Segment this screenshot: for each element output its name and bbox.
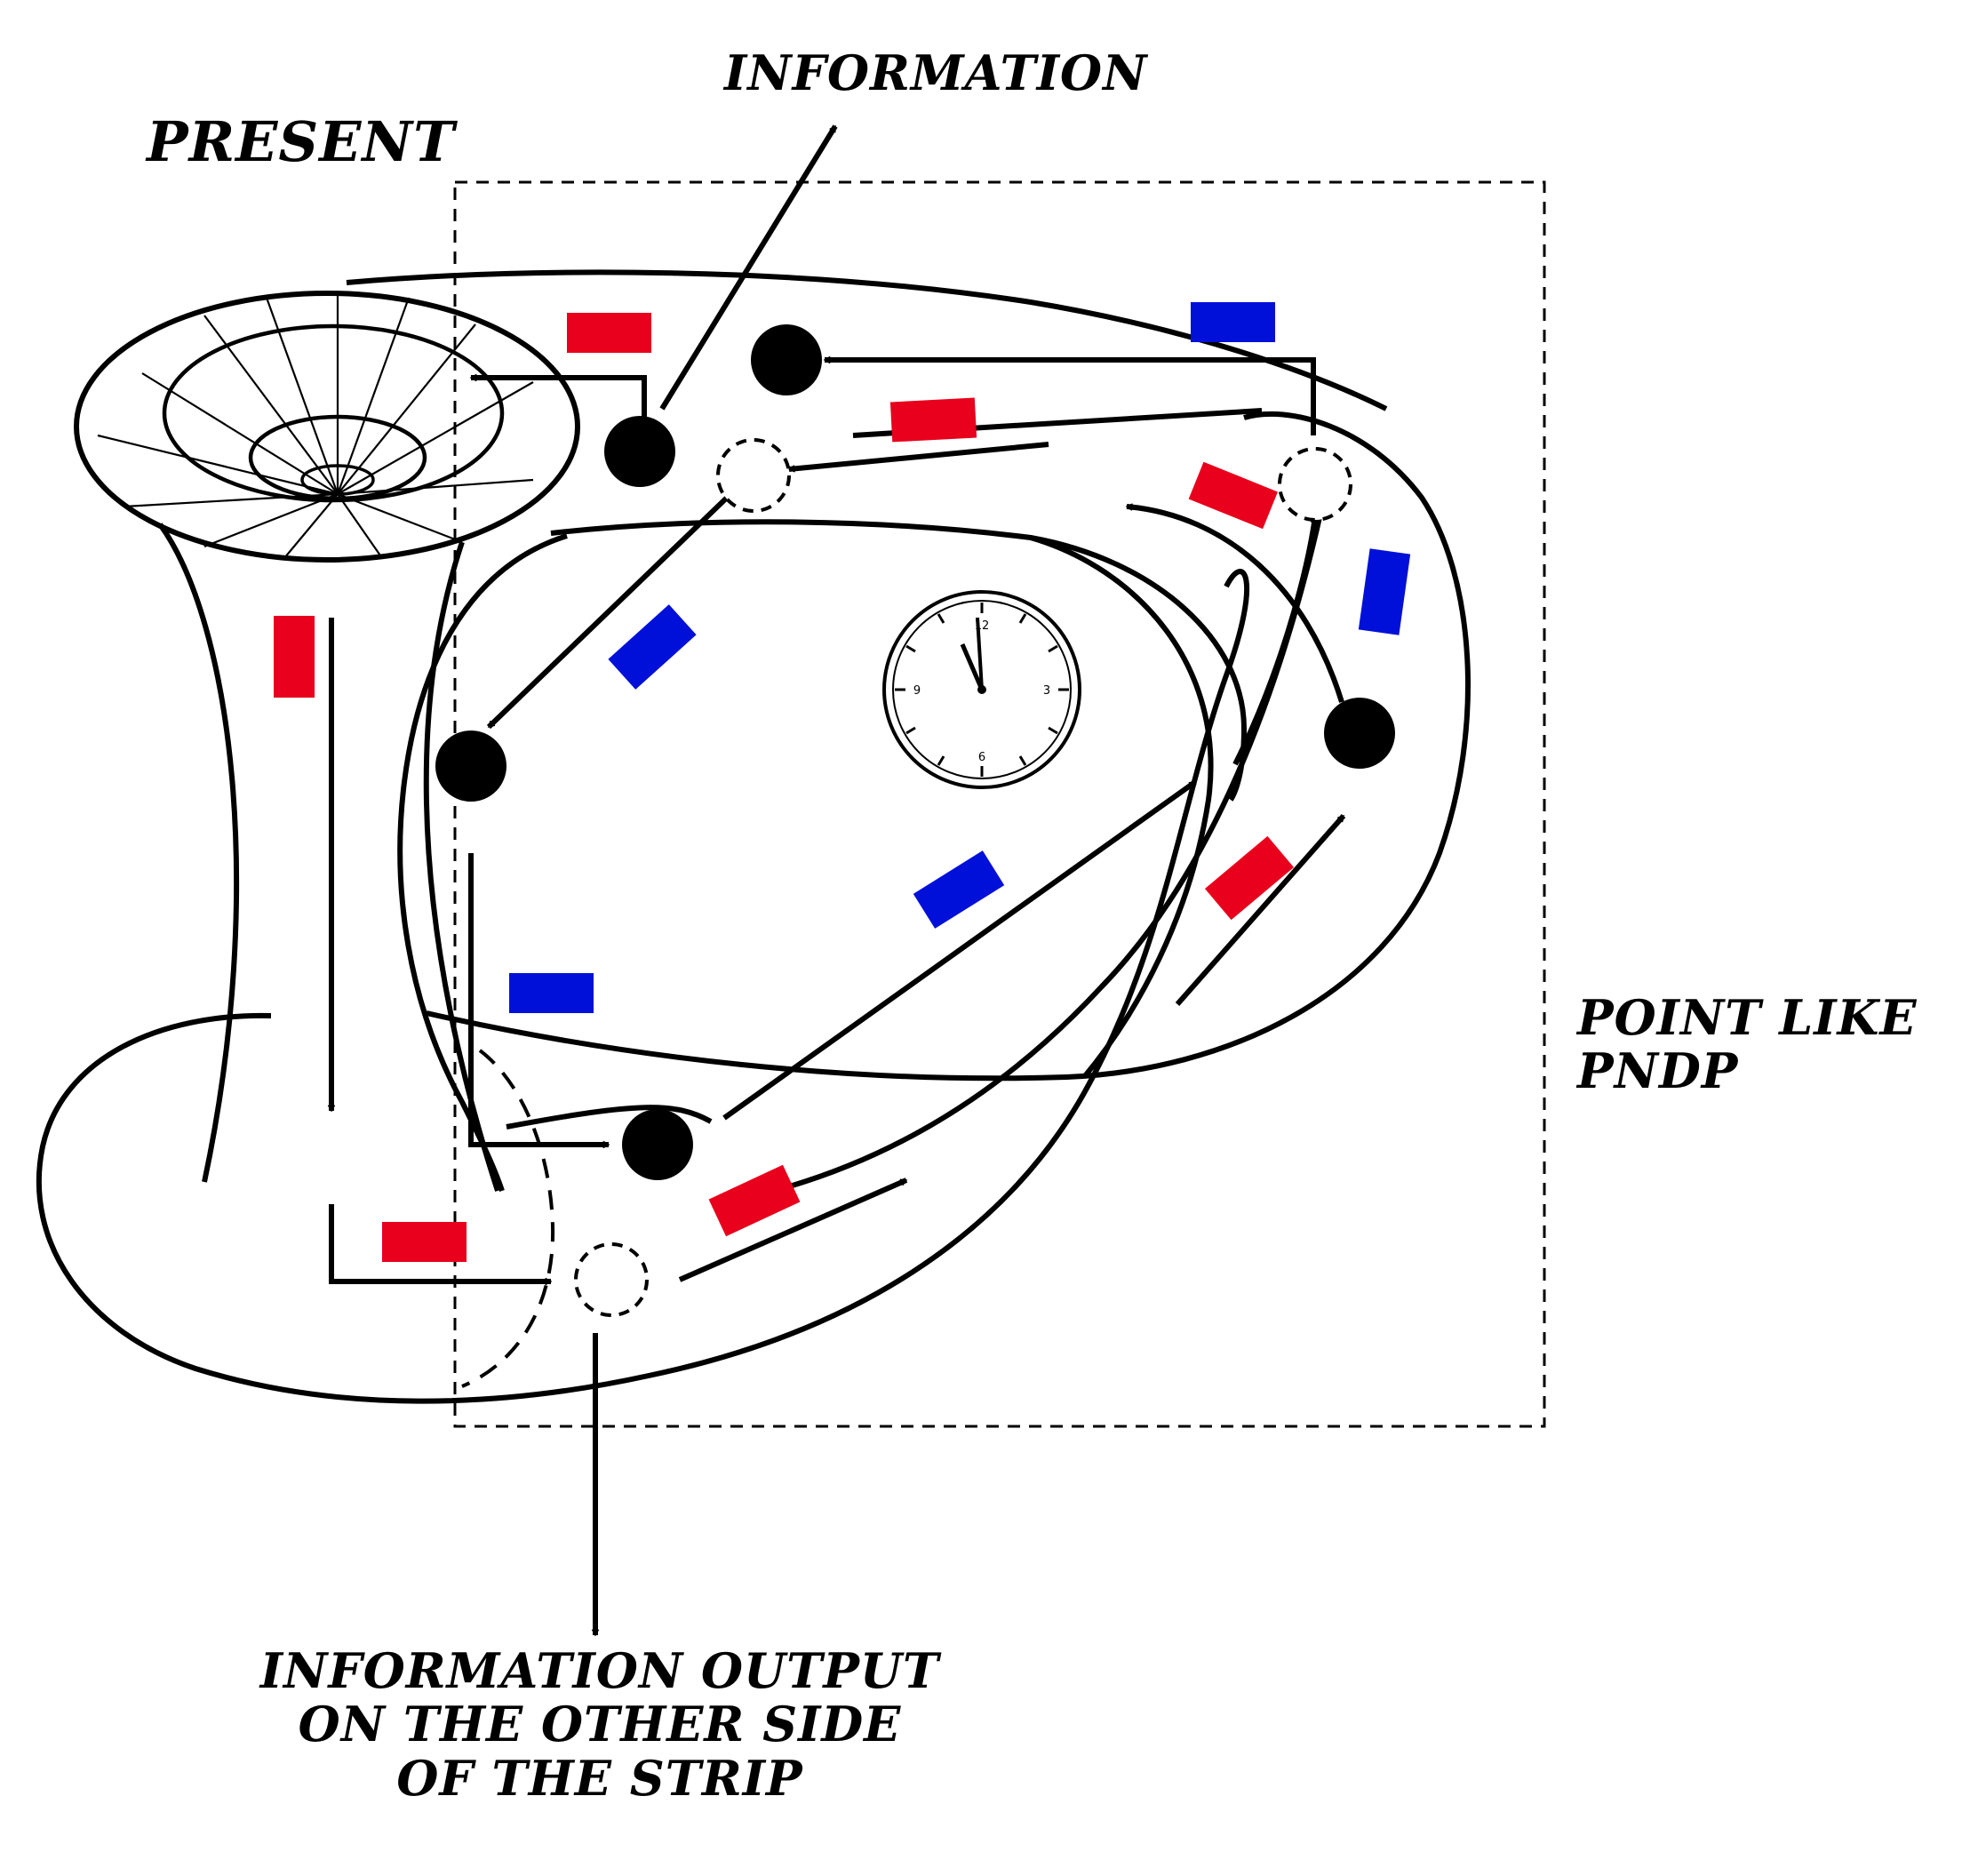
node-right bbox=[1324, 698, 1395, 769]
arrow-to-dashed-circle bbox=[787, 442, 1049, 473]
arrow-dashed-bottom-right bbox=[678, 1177, 908, 1282]
node-top bbox=[751, 324, 822, 395]
clock-numeral-3: 3 bbox=[1043, 684, 1050, 698]
node-dashed-bottom bbox=[574, 1242, 649, 1317]
red-markers bbox=[274, 313, 1295, 1262]
strip-left-inner-curve bbox=[397, 533, 568, 1192]
point-like-line-2: PNDP bbox=[1577, 1042, 1739, 1100]
blue-marker bbox=[608, 604, 697, 690]
blue-marker bbox=[913, 850, 1005, 929]
point-like-pndp-label: POINT LIKE PNDP bbox=[1577, 991, 1918, 1098]
blue-markers bbox=[509, 302, 1411, 1013]
node-dashed-top bbox=[716, 438, 791, 513]
strip-inner-edge bbox=[426, 411, 1472, 1130]
red-marker bbox=[567, 313, 651, 353]
arrow-lower-node-up bbox=[722, 779, 1197, 1121]
clock-numeral-9: 9 bbox=[913, 684, 921, 698]
red-marker bbox=[382, 1222, 467, 1262]
output-line-3: OF THE STRIP bbox=[396, 1749, 803, 1807]
red-marker bbox=[889, 397, 977, 443]
dashed-boundary-box bbox=[453, 180, 1546, 1428]
arrow-information-up bbox=[659, 124, 838, 411]
strip-upper-band bbox=[346, 269, 1388, 411]
blue-marker bbox=[509, 973, 594, 1013]
arrow-left-node-down bbox=[468, 853, 610, 1149]
clock-hour-hand bbox=[960, 643, 985, 691]
red-marker bbox=[1188, 461, 1278, 530]
red-marker bbox=[1204, 835, 1295, 921]
clock-minute-hand bbox=[976, 617, 984, 691]
red-marker bbox=[708, 1164, 801, 1237]
output-line-1: INFORMATION OUTPUT bbox=[259, 1642, 940, 1699]
clock-numeral-6: 6 bbox=[978, 751, 985, 764]
strip-hidden-dashed-edge bbox=[461, 1049, 555, 1388]
strip-lower-loop bbox=[36, 569, 1250, 1404]
strip-right-inner bbox=[1030, 535, 1214, 1079]
clock-icon: 12 3 6 9 bbox=[882, 590, 1081, 789]
output-line-2: ON THE OTHER SIDE bbox=[298, 1696, 902, 1753]
blue-marker bbox=[1191, 302, 1275, 342]
nodes bbox=[435, 324, 1395, 1317]
information-label: INFORMATION bbox=[724, 44, 1148, 101]
node-top-left bbox=[604, 416, 675, 487]
arrow-curve-to-dashed-right bbox=[1232, 515, 1319, 766]
arrow-top-right-bracket bbox=[823, 355, 1316, 435]
node-lower bbox=[622, 1109, 693, 1180]
information-output-label: INFORMATION OUTPUT ON THE OTHER SIDE OF … bbox=[231, 1642, 969, 1807]
node-dashed-right bbox=[1278, 447, 1352, 522]
wormhole-funnel bbox=[74, 291, 580, 1192]
red-marker bbox=[274, 616, 315, 698]
point-like-line-1: POINT LIKE bbox=[1577, 989, 1918, 1046]
arrow-right-lower-up bbox=[1175, 814, 1346, 1006]
arrow-dashed-to-left-node bbox=[486, 495, 730, 730]
arrow-curve-right-node bbox=[1125, 503, 1344, 703]
node-left bbox=[435, 730, 506, 802]
arrow-bottom-bracket bbox=[329, 1204, 553, 1286]
blue-marker bbox=[1358, 548, 1411, 635]
present-label: PRESENT bbox=[147, 109, 456, 174]
